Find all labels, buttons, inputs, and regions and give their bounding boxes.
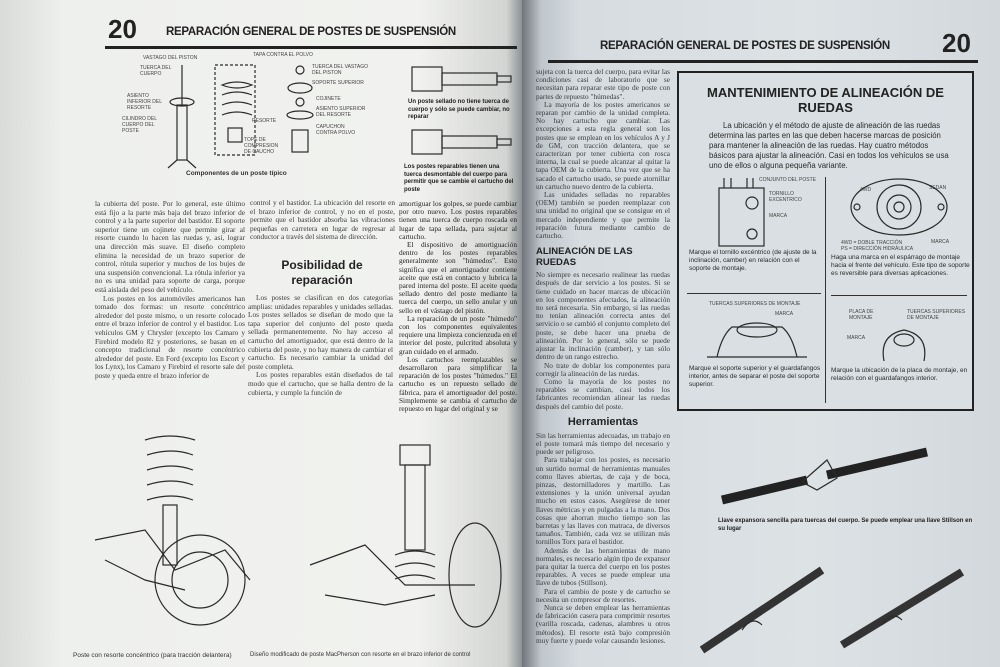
label: TORNILLO EXCENTRICO (769, 191, 802, 203)
heading-tools: Herramientas (567, 415, 639, 428)
figure-caption: Componentes de un poste típico (186, 170, 287, 177)
paragraph: Sin las herramientas adecuadas, un traba… (536, 430, 670, 457)
repairable-strut-caption: Los postes reparables tienen una tuerca … (404, 164, 514, 193)
paragraph: Para el cambio de poste y de cartucho se… (536, 586, 670, 604)
expander-wrench-illustration (720, 447, 929, 505)
label: 4WD = DOBLE TRACCIÓN (841, 240, 903, 246)
label: MARCA (769, 213, 788, 219)
sealed-strut-caption: Un poste sellado no tiene tuerca de cuer… (408, 99, 510, 120)
label: COJINETE (316, 96, 341, 102)
label: CILINDRO DEL CUERPO DEL POSTE (122, 116, 157, 134)
sealed-strut-figure (411, 66, 512, 92)
text-column-1: la cubierta del poste. Por lo general, e… (95, 199, 245, 380)
box-title: MANTENIMIENTO DE ALINEACIÓN DE RUEDAS (707, 85, 944, 115)
paragraph: Las unidades selladas no reparables (OEM… (536, 190, 670, 241)
label: SOPORTE SUPERIOR (312, 80, 364, 86)
paragraph: Los postes en los automóviles americanos… (95, 293, 245, 380)
text-column-2a: control y el bastidor. La ubicación del … (250, 198, 395, 242)
divider (687, 293, 821, 294)
bottom-caption-left: Poste con resorte concéntrico (para trac… (73, 652, 232, 659)
left-page: 20 REPARACIÓN GENERAL DE POSTES DE SUSPE… (0, 0, 522, 667)
paragraph: Nunca se deben emplear las herramientas … (536, 602, 670, 645)
panel-caption: Marque el tornillo excéntrico (de ajuste… (689, 249, 817, 272)
text-column-3: amortiguar los golpes, se puede cambiar … (399, 199, 517, 414)
label: PS = DIRECCIÓN HIDRÁULICA (841, 246, 914, 252)
paragraph: la cubierta del poste. Por lo general, e… (95, 199, 245, 294)
panel-caption: Marque la ubicación de la placa de monta… (831, 367, 968, 382)
label: TUERCA DEL VASTAGO DEL PISTON (312, 64, 369, 76)
text-column-1b: No siempre es necesario realinear las ru… (536, 271, 670, 410)
tool-caption: Llave expansora sencilla para tuercas de… (718, 518, 973, 532)
eccentric-bolt-figure (718, 178, 765, 247)
header-rule (105, 46, 517, 49)
box-intro: La ubicación y el método de ajuste de al… (709, 121, 949, 170)
paragraph: No trate de doblar los componentes para … (536, 360, 670, 378)
label: RESORTE (252, 118, 277, 124)
bottom-caption-right: Diseño modificado de poste MacPherson co… (250, 652, 471, 658)
panel-caption: Haga una marca en el espárrago de montaj… (831, 254, 970, 277)
paragraph: control y el bastidor. La ubicación del … (250, 198, 395, 242)
panel-caption: Marque el soporte superior y el guardafa… (689, 365, 821, 388)
concentric-spring-strut-illustration (94, 435, 251, 626)
page-title: REPARACIÓN GENERAL DE POSTES DE SUSPENSI… (166, 26, 456, 38)
right-page: REPARACIÓN GENERAL DE POSTES DE SUSPENSI… (522, 0, 1000, 667)
alignment-maintenance-box: MANTENIMIENTO DE ALINEACIÓN DE RUEDAS La… (677, 71, 974, 411)
reversible-mount-figure (850, 178, 948, 236)
macpherson-strut-illustration (309, 444, 502, 628)
heading-repair: Posibilidad de reparación (281, 258, 363, 287)
label: TOPE DE COMPRESION DE CAUCHO (244, 137, 279, 155)
label: CONJUNTO DEL POSTE (759, 177, 816, 183)
paragraph: Además de las herramientas de mano norma… (536, 545, 670, 588)
paragraph: Para trabajar con los postes, es necesar… (536, 455, 670, 547)
label: TUERCA DEL CUERPO (140, 65, 172, 77)
repairable-strut-figure (411, 129, 512, 155)
mounting-plate-figure (882, 329, 926, 362)
paragraph: La mayoría de los postes americanos se r… (536, 99, 670, 191)
paragraph: Los postes se clasifican en dos categorí… (248, 293, 393, 371)
paragraph: No siempre es necesario realinear las ru… (536, 270, 670, 362)
label: 4WD (860, 187, 872, 193)
text-column-1c: Sin las herramientas adecuadas, un traba… (536, 430, 670, 645)
upper-mount-figure (707, 322, 807, 358)
label: TAPA CONTRA EL POLVO (253, 52, 313, 58)
paragraph: La reparación de un poste "húmedo" con l… (399, 313, 517, 356)
paragraph: Los postes reparables están diseñados de… (248, 370, 393, 397)
text-column-right: sujeta con la tuerca del cuerpo, para ev… (536, 67, 670, 645)
label: VASTAGO DEL PISTON (143, 55, 198, 61)
spring-compressor-illustration (699, 566, 965, 654)
label: ASIENTO SUPERIOR DEL RESORTE (316, 106, 366, 118)
page-number: 20 (108, 14, 137, 44)
header-rule (548, 60, 978, 63)
divider (825, 177, 826, 403)
label: TUERCAS SUPERIORES DE MONTAJE (709, 301, 801, 307)
label: TUERCAS SUPERIORES DE MONTAJE (907, 309, 966, 321)
label: PLACA DE MONTAJE (849, 309, 874, 321)
label: SEDAN (929, 185, 947, 191)
paragraph: Los cartuchos reemplazables se desarroll… (399, 354, 517, 414)
label: MARCA (931, 239, 950, 245)
paragraph: amortiguar los golpes, se puede cambiar … (399, 199, 517, 241)
label: MARCA (775, 311, 794, 317)
label: ASIENTO INFERIOR DEL RESORTE (127, 93, 162, 111)
paragraph: sujeta con la tuerca del cuerpo, para ev… (536, 67, 670, 101)
strut-components-figure (167, 64, 314, 169)
label: MARCA (847, 335, 866, 341)
text-column-1a: sujeta con la tuerca del cuerpo, para ev… (536, 67, 670, 241)
page-number: 20 (942, 28, 971, 58)
paragraph: Como la mayoría de los postes no reparab… (536, 376, 670, 411)
text-column-2b: Los postes se clasifican en dos categorí… (248, 293, 393, 397)
page-title: REPARACIÓN GENERAL DE POSTES DE SUSPENSI… (600, 40, 890, 52)
paragraph: El dispositivo de amortiguación dentro d… (399, 240, 517, 315)
divider (831, 295, 967, 296)
heading-alignment: ALINEACIÓN DE LAS RUEDAS (536, 246, 633, 269)
label: CAPUCHON CONTRA POLVO (316, 124, 356, 136)
